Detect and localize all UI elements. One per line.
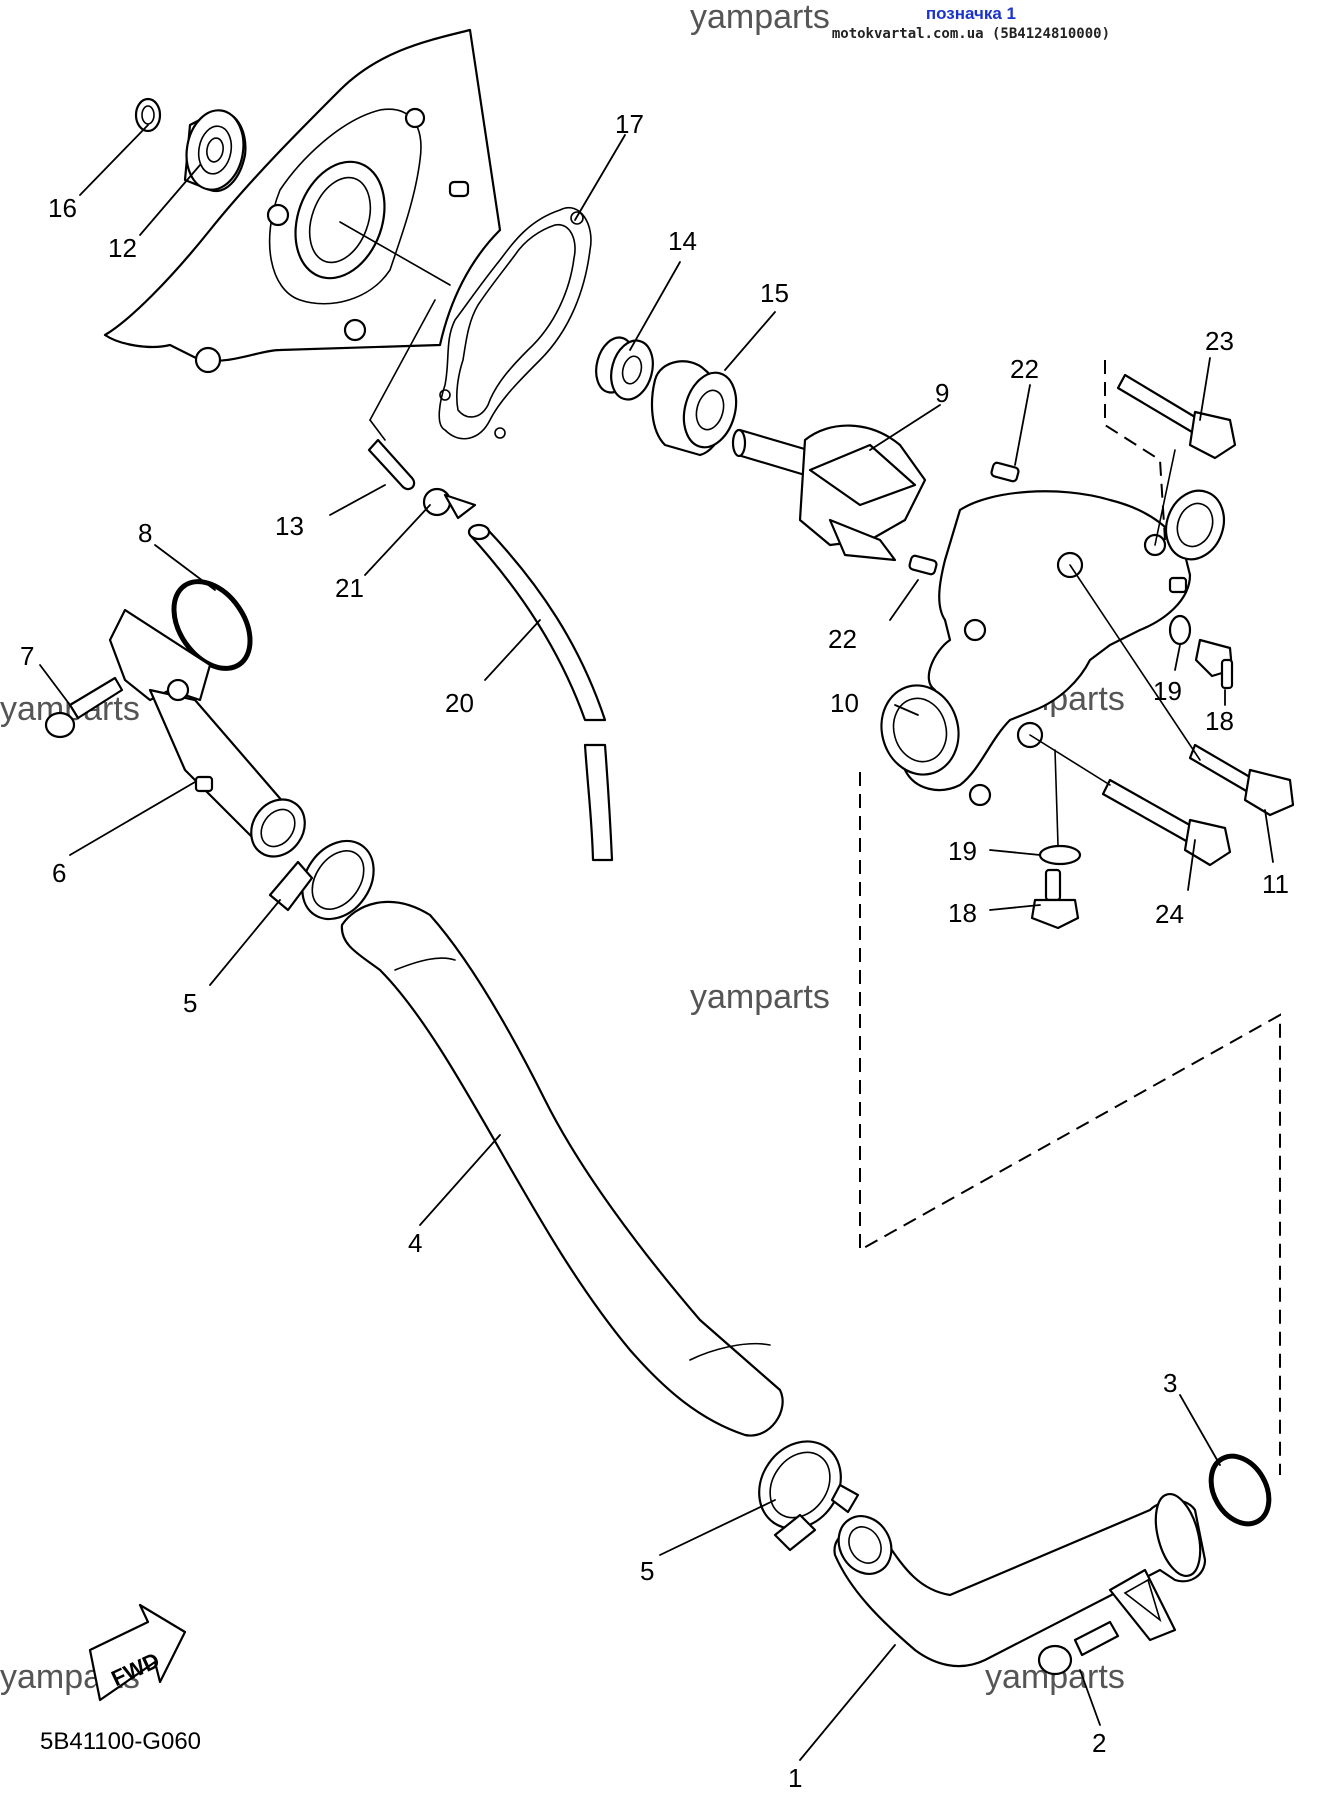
watermark-mid: yamparts (690, 978, 830, 1016)
callout-12: 12 (108, 233, 137, 263)
callout-16: 16 (48, 193, 77, 223)
callout-2: 2 (1092, 1728, 1106, 1758)
callout-17: 17 (615, 109, 644, 139)
gasket-leader (339, 221, 451, 286)
dowel-22b (908, 554, 938, 576)
bolt-24-leader (1029, 734, 1111, 786)
pin-13 (367, 438, 416, 491)
crankcase-cover (103, 28, 502, 374)
dowel-22a (990, 461, 1020, 483)
callout-9: 9 (935, 378, 949, 408)
callout-23: 23 (1205, 326, 1234, 356)
callout-24: 24 (1155, 899, 1184, 929)
callout-22a: 22 (1010, 354, 1039, 384)
watermark-top: yamparts (690, 0, 830, 36)
leader-lines (39, 124, 1274, 1761)
clamp-5a (268, 839, 375, 921)
callout-22b: 22 (828, 624, 857, 654)
callout-11: 11 (1262, 869, 1289, 899)
callout-5a: 5 (183, 988, 197, 1018)
source-label: motokvartal.com.ua (5B4124810000) (831, 26, 1110, 42)
diagram-code: 5B41100-G060 (40, 1728, 202, 1755)
flange-6 (108, 608, 306, 858)
callout-20: 20 (445, 688, 474, 718)
callout-19b: 19 (948, 836, 977, 866)
seal-15 (650, 360, 738, 457)
gasket-17 (438, 207, 592, 440)
hose-4 (340, 900, 784, 1437)
callout-18a: 18 (1205, 706, 1234, 736)
pipe-1 (833, 1493, 1207, 1668)
clamp-5b (758, 1440, 860, 1552)
callout-8: 8 (138, 518, 152, 548)
callout-5b: 5 (640, 1556, 654, 1586)
pin-leader (369, 299, 436, 421)
bolt-18b (1030, 868, 1080, 930)
callouts: 16 12 17 14 15 9 22 23 22 19 18 10 11 24… (20, 109, 1289, 1793)
bearing-12 (183, 109, 247, 193)
bolt-11 (1188, 743, 1295, 817)
callout-13: 13 (275, 511, 304, 541)
hose-20 (467, 523, 614, 862)
callout-18b: 18 (948, 898, 977, 928)
bolt-2 (1037, 1620, 1120, 1676)
bolt-23 (1116, 373, 1237, 460)
oring-3 (1208, 1453, 1272, 1527)
callout-4: 4 (408, 1228, 422, 1258)
fwd-arrow-icon: FWD (88, 1603, 187, 1702)
callout-7: 7 (20, 641, 34, 671)
washer-leader (1054, 749, 1059, 846)
marker-label: позначка 1 (925, 4, 1017, 23)
callout-3: 3 (1163, 1368, 1177, 1398)
callout-15: 15 (760, 278, 789, 308)
callout-10: 10 (830, 688, 859, 718)
callout-1: 1 (788, 1763, 802, 1793)
seal-14 (595, 336, 654, 401)
bolt-23-leader (1154, 449, 1176, 546)
callout-21: 21 (335, 573, 364, 603)
clamp-21 (422, 487, 477, 520)
bolt-11-leader (1069, 564, 1201, 761)
washer-19b (1038, 844, 1082, 866)
callout-14: 14 (668, 226, 697, 256)
impeller-9 (731, 424, 927, 562)
bolt-24 (1101, 778, 1232, 867)
callout-6: 6 (52, 858, 66, 888)
bolt-7 (44, 676, 124, 739)
bolt-23-bracket (1104, 360, 1166, 541)
pin-leader-b (369, 419, 386, 441)
callout-19a: 19 (1153, 676, 1182, 706)
circlip-16 (134, 97, 162, 133)
header-note: позначка 1 motokvartal.com.ua (5B4124810… (832, 4, 1110, 42)
assembly-dashline (859, 772, 1281, 1475)
bolt-18a (1194, 638, 1234, 690)
oring-8 (171, 579, 253, 671)
washer-19a (1168, 614, 1192, 646)
